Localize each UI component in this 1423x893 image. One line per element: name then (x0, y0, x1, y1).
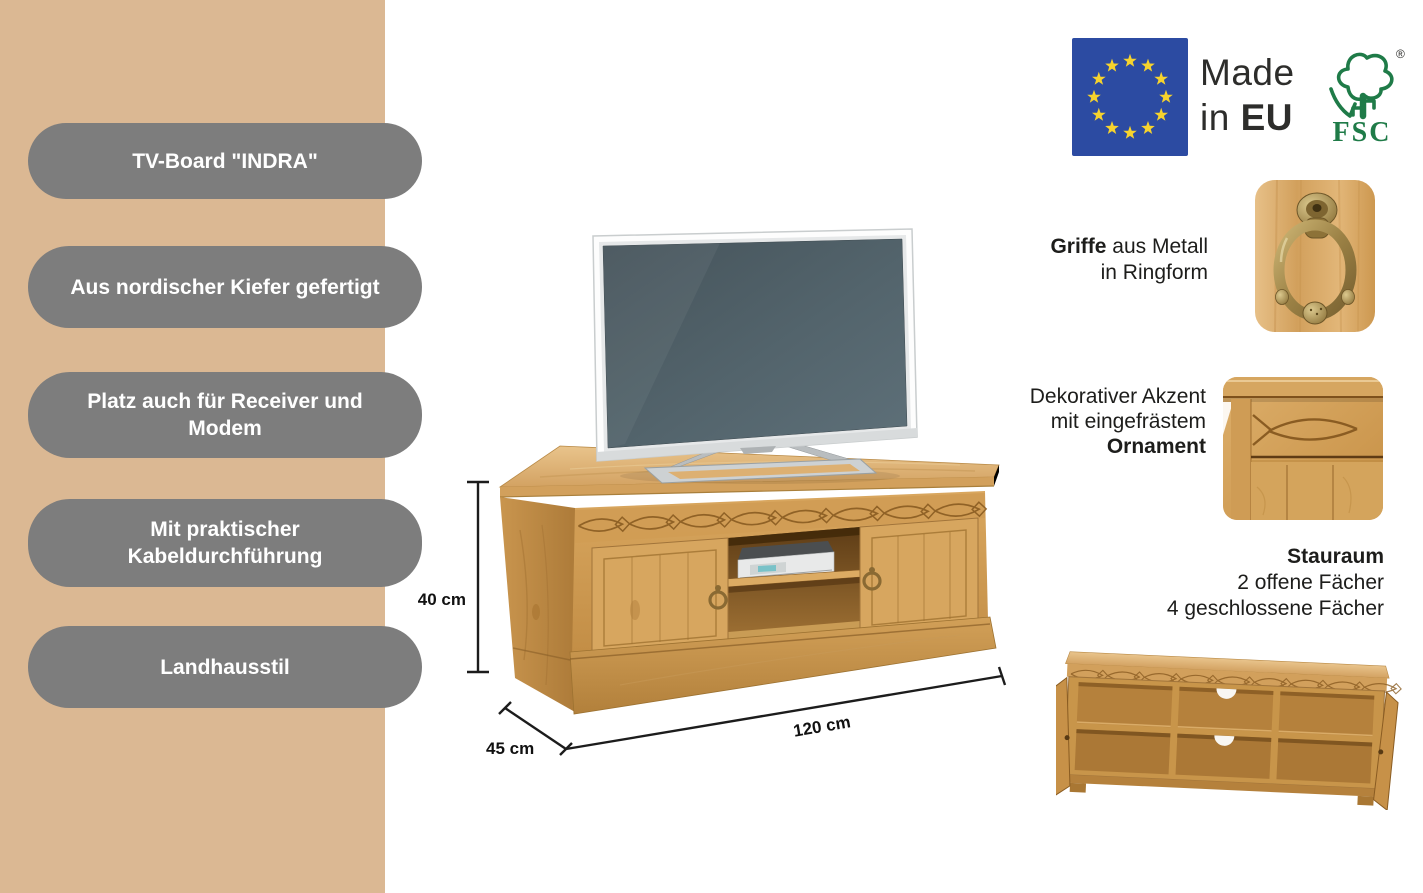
feature-badge-cable: Mit praktischer Kabeldurchführung (28, 499, 422, 587)
handle-callout: Griffe aus Metall in Ringform (1000, 234, 1208, 286)
feature-badge-title: TV-Board "INDRA" (28, 123, 422, 199)
storage-callout: Stauraum 2 offene Fächer 4 geschlossene … (1134, 544, 1384, 622)
storage-callout-title: Stauraum (1287, 545, 1384, 568)
eu-star-icon (1154, 107, 1168, 121)
eu-star-icon (1159, 89, 1173, 103)
eu-star-icon (1092, 71, 1106, 85)
ring-handle-mount (715, 585, 721, 591)
dimension-line-width (565, 674, 1003, 751)
board-left-face (500, 497, 575, 712)
registered-mark: ® (1396, 47, 1405, 61)
made-in-eu-text: Made in EU (1200, 50, 1320, 140)
ring-handle-detail-photo (1255, 180, 1375, 332)
board-plinth (569, 616, 997, 715)
ring-handle-icon (862, 571, 882, 591)
ornament-callout-line2: mit eingefrästem (1050, 410, 1206, 433)
feature-badge-style: Landhausstil (28, 626, 422, 708)
feature-badge-receiver: Platz auch für Receiver und Modem (28, 372, 422, 458)
ornament-callout-line3: Ornament (1106, 435, 1206, 458)
dimension-line-depth (504, 707, 567, 750)
ring-handle-icon (708, 590, 728, 610)
metal-ring-handle-icon (1273, 192, 1357, 325)
ornament-callout: Dekorativer Akzent mit eingefrästem Orna… (980, 384, 1206, 459)
tv-screen (602, 238, 908, 449)
eu-star-icon (1141, 121, 1155, 134)
fsc-label: FSC (1332, 117, 1392, 148)
eu-star-icon (1105, 121, 1119, 134)
feature-badge-material: Aus nordischer Kiefer gefertigt (28, 246, 422, 328)
tv (592, 228, 918, 484)
carved-fish-ornament-icon (1252, 414, 1358, 446)
open-board-detail-photo (1056, 651, 1402, 810)
eu-star-icon (1105, 58, 1119, 72)
eu-star-icon (1087, 89, 1101, 103)
handle-callout-line1: Griffe aus Metall (1050, 235, 1208, 258)
ring-handle-mount (869, 567, 875, 573)
storage-callout-line2: 4 geschlossene Fächer (1166, 597, 1384, 620)
dimension-label-depth: 45 cm (486, 739, 535, 758)
open-compartments (1074, 682, 1375, 784)
tv-board (498, 445, 1000, 715)
dimension-label-height: 40 cm (417, 590, 466, 609)
storage-callout-line1: 2 offene Fächer (1237, 571, 1384, 594)
product-photo-tv-board-with-tv (467, 228, 1007, 756)
in-eu-line: in EU (1200, 97, 1293, 138)
eu-star-icon (1123, 53, 1137, 67)
carved-ornament-detail-photo (1223, 377, 1383, 520)
cable-hole (1216, 688, 1237, 699)
eu-stars-circle (1087, 53, 1173, 139)
eu-star-icon (1123, 125, 1137, 139)
eu-star-icon (1092, 107, 1106, 121)
ornament-callout-line1: Dekorativer Akzent (1029, 385, 1206, 408)
eu-flag-icon (1072, 38, 1188, 156)
handle-callout-line2: in Ringform (1100, 261, 1208, 284)
made-line: Made (1200, 52, 1295, 93)
eu-star-icon (1154, 71, 1168, 85)
open-door-right (1373, 691, 1399, 810)
eu-star-icon (1141, 58, 1155, 72)
dimension-lines (467, 480, 1007, 756)
open-door-left (1056, 676, 1071, 797)
cable-hole (1214, 735, 1235, 746)
fsc-tree-icon: ® (1329, 47, 1405, 120)
